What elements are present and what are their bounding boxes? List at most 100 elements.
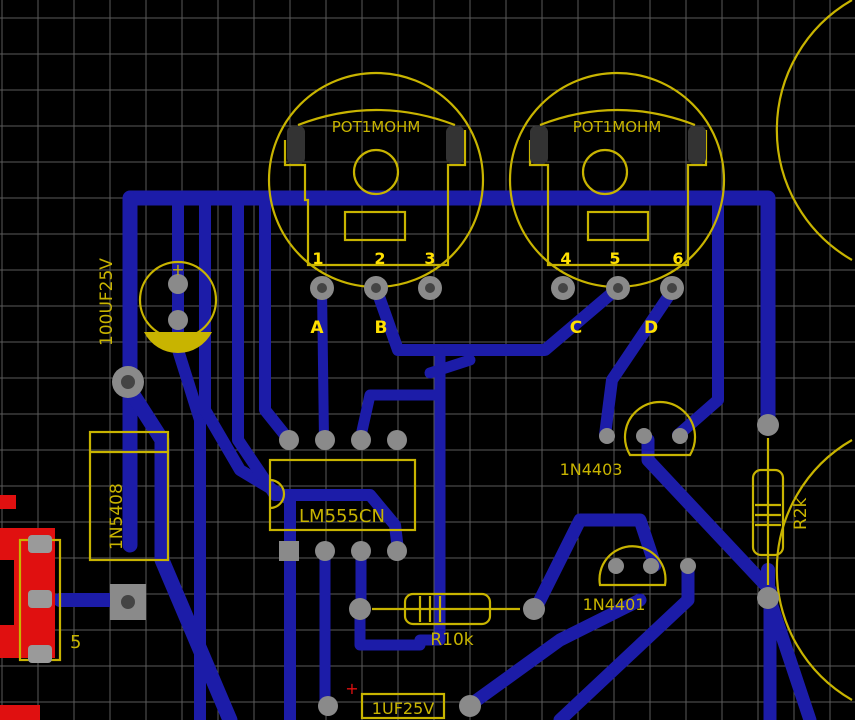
ic1-pad-4 [387,541,407,561]
transistor2-pad-2 [643,558,659,574]
pin-number-6: 6 [672,249,683,268]
cap1-value: 100UF25V [97,258,117,346]
pot2-value: POT1MOHM [573,118,662,136]
cap2-pad-left [318,696,338,716]
pot1-wiper [343,210,407,242]
pin-numbers: 1 2 3 4 5 6 [312,249,683,268]
cap2-body [360,692,446,720]
connector-pin-label: 5 [70,632,81,653]
pin-number-4: 4 [560,249,571,268]
track-r10k-left [354,602,426,651]
transistor1-pad-2 [636,428,652,444]
pot1-mount-right [446,126,464,164]
pot-hole-4 [558,283,568,293]
ic1-pad-7 [315,430,335,450]
transistor2-pad-3 [680,558,696,574]
resistor1-pad-right [523,598,545,620]
ic1: LM555CN [268,430,417,561]
pot2-top-arc [539,108,696,127]
transistor2-outline [598,545,667,587]
connector-pad-bottom [28,645,52,663]
transistor2: 1N4401 [583,545,696,614]
transistor1: 1N4403 [560,400,697,479]
pot-hole-2 [371,283,381,293]
pot-hole-6 [667,283,677,293]
diode1-hole-top [121,375,135,389]
pot-hole-3 [425,283,435,293]
pot-hole-5 [613,283,623,293]
pot1-body [283,130,467,267]
resistor1: R10k [349,592,545,650]
track-t1-down [641,433,777,720]
pot-hole-1 [317,283,327,293]
transistor1-outline [623,400,697,457]
diode1-hole-bottom [121,595,135,609]
pot1-top-arc [297,108,456,127]
track-branch [424,354,476,379]
ic1-notch [269,478,286,510]
connector-pad-top [28,535,52,553]
connector-pad-mid [28,590,52,608]
transistor1-value: 1N4403 [560,460,623,479]
track-r10k-vertical [414,379,446,646]
cap1: + 100UF25V [97,258,218,354]
connector-tab-top [0,495,16,509]
net-label-d: D [644,318,658,338]
cap2-plus-sign: + [345,679,358,698]
ic1-pad-3 [351,541,371,561]
track-left-5 [259,192,295,446]
net-label-b: B [375,318,388,338]
cap2: + 1UF25V [318,679,481,720]
resistor2: R2k [751,414,811,609]
edge-outline-top [775,0,853,261]
diode1-value: 1N5408 [107,483,127,550]
ic1-pad-6 [351,430,371,450]
pot1-shaft [352,148,400,196]
transistor2-pad-1 [608,558,624,574]
pot1-mount-left [287,126,305,164]
edge-component-outlines [775,0,853,701]
ic1-pad-5 [387,430,407,450]
pin-number-2: 2 [374,249,385,268]
pin-number-3: 3 [424,249,435,268]
transistor1-pad-3 [672,428,688,444]
track-left-main [122,192,238,720]
resistor1-pad-left [349,598,371,620]
pot2-shaft [581,148,629,196]
transistor1-pad-1 [599,428,615,444]
connector-body-bottom [0,705,40,720]
resistor2-pad-bottom [757,587,779,609]
pot1-value: POT1MOHM [332,118,421,136]
diode1-body [88,430,170,562]
cap1-plus-sign: + [171,260,184,279]
cap2-value: 1UF25V [372,699,434,718]
cap1-polarity-band [144,332,212,354]
resistor2-body [751,468,785,557]
pot-pads [310,276,684,300]
diode1: 1N5408 [88,366,170,620]
ic1-pad-1 [279,541,299,561]
connector-slot [0,560,14,625]
resistor1-body [403,592,492,626]
pot2-mount-right [688,126,706,164]
ic1-pad-8 [279,430,299,450]
pot2-body [528,130,708,267]
resistor2-value: R2k [791,497,811,530]
resistor1-value: R10k [430,630,473,650]
track-pot1-pin1 [317,283,329,445]
pot2-mount-left [530,126,548,164]
track-r10k-t2 [528,513,662,617]
ic1-value: LM555CN [299,506,385,527]
connector: 5 [0,495,81,720]
net-label-c: C [570,318,582,338]
pin-number-1: 1 [312,249,323,268]
ic1-pad-2 [315,541,335,561]
cap1-pad-plus [168,274,188,294]
ic1-body [268,458,417,532]
resistor2-pad-top [757,414,779,436]
transistor2-value: 1N4401 [583,595,646,614]
track-b-to-c [370,282,624,356]
net-label-a: A [310,318,324,338]
track-t2-right [553,558,695,720]
